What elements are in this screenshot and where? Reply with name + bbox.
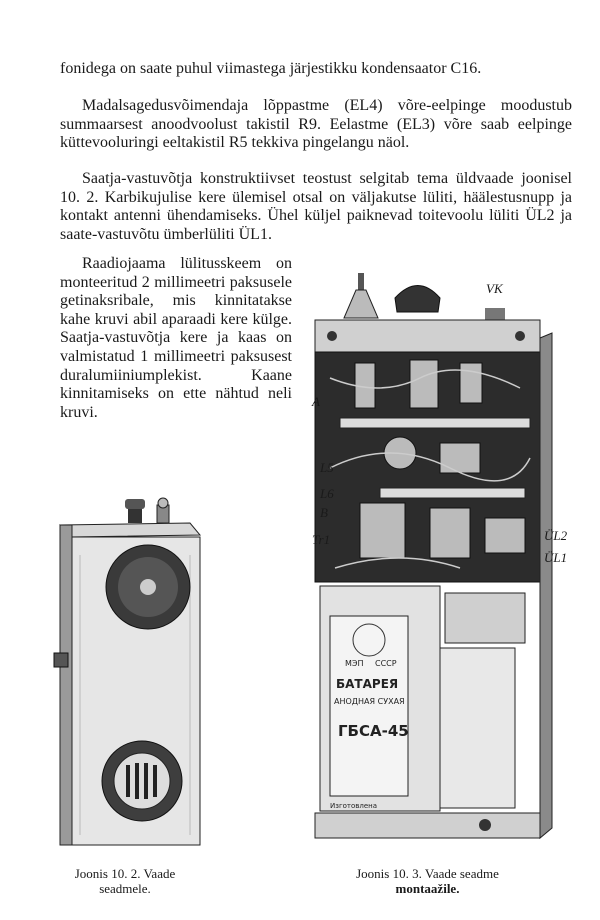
paragraph-1-text: fonidega on saate puhul viimastega järje… [60,60,482,77]
side-switch [53,652,69,668]
paragraph-4-text: Raadiojaama lülitusskeem on monteeritud … [60,255,292,421]
speaker-center [140,579,156,595]
component-board-lower [379,487,526,499]
figure-caption-right-line1: Joonis 10. 3. Vaade seadme [356,866,499,881]
label-tr1: Tr1 [312,532,331,547]
label-a: A [312,394,320,409]
label-l5: L5 [320,460,334,475]
label-vk: VK [486,281,503,296]
figure-device-assembly: МЭП СССР БАТАРЕЯ АНОДНАЯ СУХАЯ ГБСА-45 И… [314,273,553,840]
top-panel-screw [515,331,525,341]
battery-label [329,615,409,797]
label-b: B [320,505,328,520]
microphone-inner [113,752,171,810]
battery-text-1: МЭП [345,659,364,668]
microphone-slots [126,763,157,799]
device-texture [79,555,191,835]
figure-caption-left-line2: seadmele. [99,881,151,896]
paragraph-4: Raadiojaama lülitusskeem on monteeritud … [60,255,292,422]
figure-caption-right: Joonis 10. 3. Vaade seadme montaažile. [320,866,535,896]
paragraph-2: Madalsagedusvõimendaja lõppastme (EL4) v… [60,97,572,153]
figure-caption-left-line1: Joonis 10. 2. Vaade [74,866,176,881]
label-ul1: ÜL1 [544,550,568,565]
label-l6: L6 [320,486,334,501]
battery-text-4: АНОДНАЯ СУХАЯ [334,697,405,706]
top-panel-screw [327,331,337,341]
label-ul2: ÜL2 [544,528,568,543]
device-top-knobs [125,497,170,524]
battery-text-3: БАТАРЕЯ [336,677,398,691]
figure-caption-left: Joonis 10. 2. Vaade seadmele. [45,866,205,896]
paragraph-1: fonidega on saate puhul viimastega järje… [60,60,572,79]
paragraph-3: Saatja-vastuvõtja konstruktiivset teostu… [60,170,572,244]
bottom-panel [314,812,541,839]
device-top-face [58,522,202,538]
device-side-face [59,524,73,846]
chassis-side-wall [539,332,553,840]
paragraph-3-text: Saatja-vastuvõtja konstruktiivset teostu… [60,170,572,243]
transformer-block [444,592,526,644]
figure-device-exterior [53,497,202,846]
wiring [329,369,531,569]
figure-caption-right-line2: montaažile. [395,881,460,896]
top-knobs [343,273,505,320]
battery-text-5: ГБСА-45 [338,722,409,740]
cylindrical-component [439,647,516,809]
paragraph-2-text: Madalsagedusvõimendaja lõppastme (EL4) v… [60,97,572,151]
battery-text-6: Изготовлена [330,802,377,810]
top-panel [314,319,541,353]
bottom-panel-screw [479,819,491,831]
battery-text-2: СССР [375,659,397,668]
tubes-and-components [354,359,526,559]
battery-emblem [352,623,386,657]
component-board-upper [339,417,531,429]
